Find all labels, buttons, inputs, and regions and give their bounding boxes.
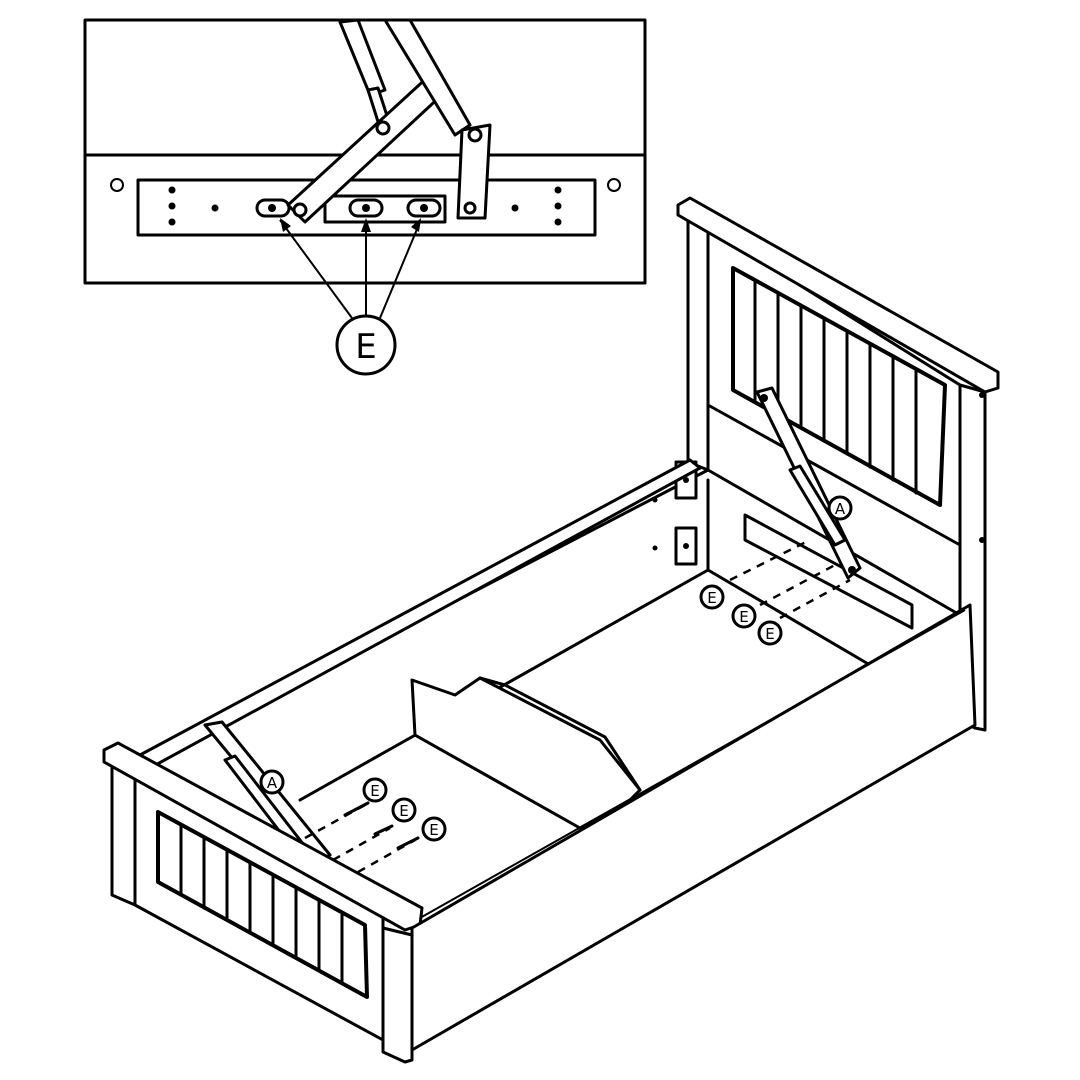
footboard-bolts: E E E A: [259, 769, 447, 874]
strut-a-label: A: [267, 774, 278, 792]
headboard: [676, 196, 1000, 732]
screw-hole-icon: [607, 178, 621, 192]
slot-icons: [255, 198, 442, 218]
upper-arm: [383, 18, 472, 137]
callout-e-label: E: [355, 327, 376, 367]
gas-strut-cylinder: [338, 18, 387, 97]
headboard-cap: [676, 196, 1000, 394]
mechanism-plate: [743, 513, 914, 630]
bolt-e-label: E: [370, 782, 379, 800]
inset-detail: E: [83, 18, 647, 376]
bolt-e-label: E: [739, 608, 748, 626]
plate-holes: [168, 186, 562, 226]
footboard-gas-strut: [223, 754, 302, 847]
bolt-e-label: E: [707, 589, 716, 607]
headboard-bolts: E E E A: [699, 495, 853, 646]
footboard-slats: [179, 823, 344, 985]
footboard-left-post: [110, 760, 137, 907]
screw-hole-icon: [110, 178, 124, 192]
bolt-e-label: E: [429, 821, 438, 839]
headboard-slats: [753, 278, 918, 495]
strut-a-label: A: [835, 500, 846, 518]
bolt-e-label: E: [765, 625, 774, 643]
bolt-e-label: E: [399, 802, 408, 820]
footboard-right-post: [381, 926, 414, 1064]
headboard-left-post: [686, 218, 710, 472]
link-arm: [456, 123, 492, 220]
headboard-gas-strut: [788, 464, 847, 547]
callout-e-circle: [335, 314, 397, 376]
callout-arrows: [279, 218, 421, 319]
